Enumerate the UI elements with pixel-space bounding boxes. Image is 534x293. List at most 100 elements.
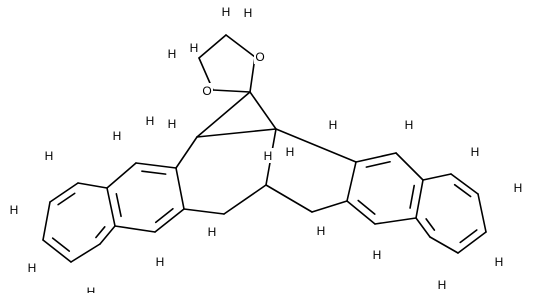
bond-b2-b3 [346, 200, 376, 225]
atom-label-background [371, 247, 383, 262]
bond-lines [42, 34, 487, 263]
atom-label-background [254, 49, 266, 64]
bond-a7-a8 [49, 182, 79, 203]
bond-a10-a11 [70, 243, 101, 263]
double-bond-b7-b8 [453, 183, 472, 198]
double-bond-b9-b10 [459, 229, 478, 244]
atom-label-background [403, 117, 415, 132]
atom-label-background [111, 128, 123, 143]
bond-a11-a4 [99, 225, 116, 245]
bond-a8-a9 [42, 201, 51, 241]
atom-label-background [469, 144, 481, 159]
hydrogen-atom-label: H [405, 118, 414, 132]
double-bond-a4-a5 [115, 192, 122, 218]
bond-b3-b4 [374, 217, 417, 225]
bond-CH2r-b2 [311, 200, 348, 213]
hydrogen-atom-label: H [28, 261, 37, 275]
atom-label-background [284, 144, 296, 159]
atom-label-background [154, 254, 166, 269]
atom-label-background [85, 284, 97, 293]
atom-label-background [188, 40, 200, 55]
atom-label-background [262, 148, 274, 163]
hydrogen-atom-label: H [168, 117, 177, 131]
oxygen-atom-label: O [202, 84, 211, 98]
hydrogen-atom-label: H [495, 255, 504, 269]
atom-label-background [26, 260, 38, 275]
atom-label-background [220, 4, 232, 19]
double-bond-b2-b3 [357, 199, 376, 215]
atom-label-background [201, 83, 213, 98]
bond-b7-b8 [450, 173, 479, 195]
bond-a5-a6 [106, 162, 137, 189]
bond-a6-a1 [135, 162, 177, 169]
bond-a4-a5 [106, 187, 116, 227]
bond-CH2l-a2 [183, 208, 225, 215]
bond-Cm-CH2r [265, 184, 313, 213]
bond-b5-b6 [395, 152, 424, 181]
hydrogen-atom-label: H [244, 6, 253, 20]
atom-label-background [315, 223, 327, 238]
hydrogen-atom-label: H [45, 149, 54, 163]
bond-Cs-Br [249, 91, 277, 130]
atom-label-background [436, 277, 448, 292]
hydrogen-atom-label: H [286, 145, 295, 159]
bond-Cs-Bl [196, 91, 251, 138]
hydrogen-atom-label: H [438, 278, 447, 292]
bond-Cs-O1 [212, 89, 251, 93]
hydrogen-atom-label: H [156, 255, 165, 269]
bond-Ca-Cb [198, 34, 227, 59]
bond-Br-Bl [196, 128, 277, 138]
atom-label-background [43, 148, 55, 163]
bond-a1-a2 [175, 167, 185, 210]
double-bond-b4-b5 [409, 184, 416, 209]
hydrogen-atom-label: H [113, 129, 122, 143]
double-bond-a9-a10 [51, 237, 71, 252]
atom-label-background [327, 117, 339, 132]
hydrogen-atom-label: H [222, 5, 231, 19]
bond-b11-b4 [415, 217, 431, 238]
bond-a9-a10 [42, 239, 72, 263]
double-bond-a7-a8 [57, 192, 76, 206]
atom-label-background [493, 254, 505, 269]
bond-Bl-a1 [175, 136, 198, 169]
bond-a2-a3 [154, 208, 185, 233]
atom-label-background [512, 180, 524, 195]
double-bond-b1-b6 [365, 160, 391, 168]
bond-b4-b5 [415, 179, 424, 219]
hydrogen-atom-label: H [10, 203, 19, 217]
bond-a5-a7 [77, 182, 108, 189]
bond-b9-b10 [457, 231, 487, 254]
atom-label-background [242, 5, 254, 20]
hydrogen-atom-label: H [471, 145, 480, 159]
bond-b10-b11 [429, 236, 459, 254]
hydrogen-atom-label: H [208, 225, 217, 239]
double-bond-a11-a4 [95, 226, 106, 239]
bond-Cm-CH2l [223, 184, 267, 215]
oxygen-atom-label: O [255, 50, 264, 64]
atom-label-background [166, 116, 178, 131]
bond-b8-b9 [477, 193, 487, 233]
atom-label-background [166, 46, 178, 61]
hydrogen-atom-label: H [373, 248, 382, 262]
double-bond-b11-b4 [425, 218, 436, 231]
atom-label-background [144, 113, 156, 128]
hydrogen-atom-label: H [329, 118, 338, 132]
bond-b5-b7 [422, 173, 452, 181]
bond-Br-b1 [275, 128, 357, 163]
double-bond-a1-a6 [141, 170, 167, 175]
hydrogen-atom-label: H [264, 149, 273, 163]
atom-label-background [206, 224, 218, 239]
bond-b1-b2 [346, 161, 357, 202]
double-bond-a2-a3 [154, 207, 174, 224]
hydrogen-atom-label: H [168, 47, 177, 61]
hydrogen-atom-label: H [317, 224, 326, 238]
hydrogen-atom-label: H [514, 181, 523, 195]
hydrogen-atom-label: H [146, 114, 155, 128]
bond-b6-b1 [355, 152, 397, 163]
bond-a3-a4 [114, 225, 156, 233]
bond-O2-Cb [225, 34, 256, 58]
hydrogen-atom-label: H [87, 285, 96, 293]
atom-label-background [8, 202, 20, 217]
